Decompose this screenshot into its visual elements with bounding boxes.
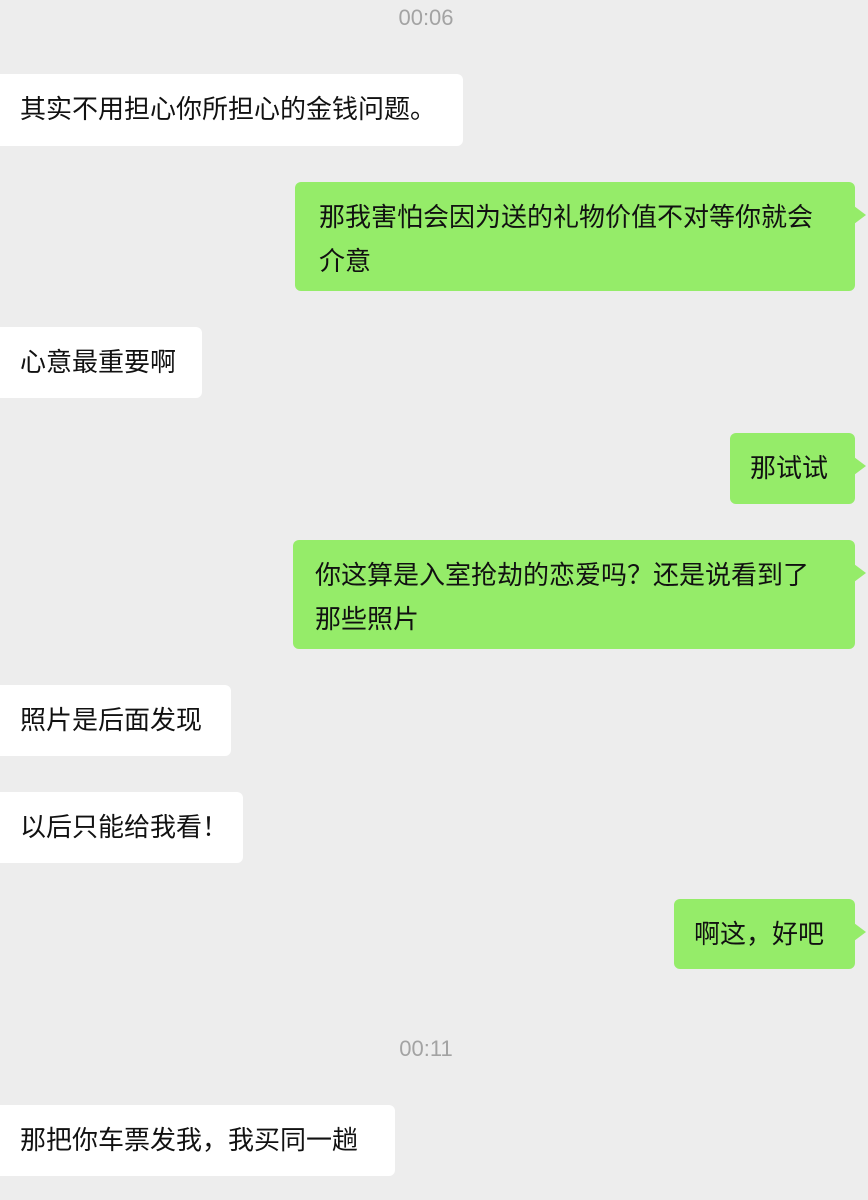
message-bubble-outgoing[interactable]: 啊这，好吧: [674, 899, 866, 969]
message-bubble-incoming[interactable]: 那把你车票发我，我买同一趟: [0, 1105, 395, 1176]
message-bubble-incoming[interactable]: 照片是后面发现: [0, 685, 231, 756]
timestamp: 00:11: [399, 1036, 453, 1061]
message-bubble-incoming[interactable]: 心意最重要啊: [0, 327, 202, 398]
message-bubble-incoming[interactable]: 以后只能给我看！: [0, 792, 243, 863]
message-bubble-incoming[interactable]: 其实不用担心你所担心的金钱问题。: [0, 74, 463, 146]
message-bubble-outgoing[interactable]: 那我害怕会因为送的礼物价值不对等你就会介意: [295, 182, 866, 291]
message-bubble-outgoing[interactable]: 那试试: [730, 433, 866, 504]
timestamp: 00:06: [398, 5, 454, 30]
message-bubble-outgoing[interactable]: 你这算是入室抢劫的恋爱吗？还是说看到了那些照片: [293, 540, 866, 649]
